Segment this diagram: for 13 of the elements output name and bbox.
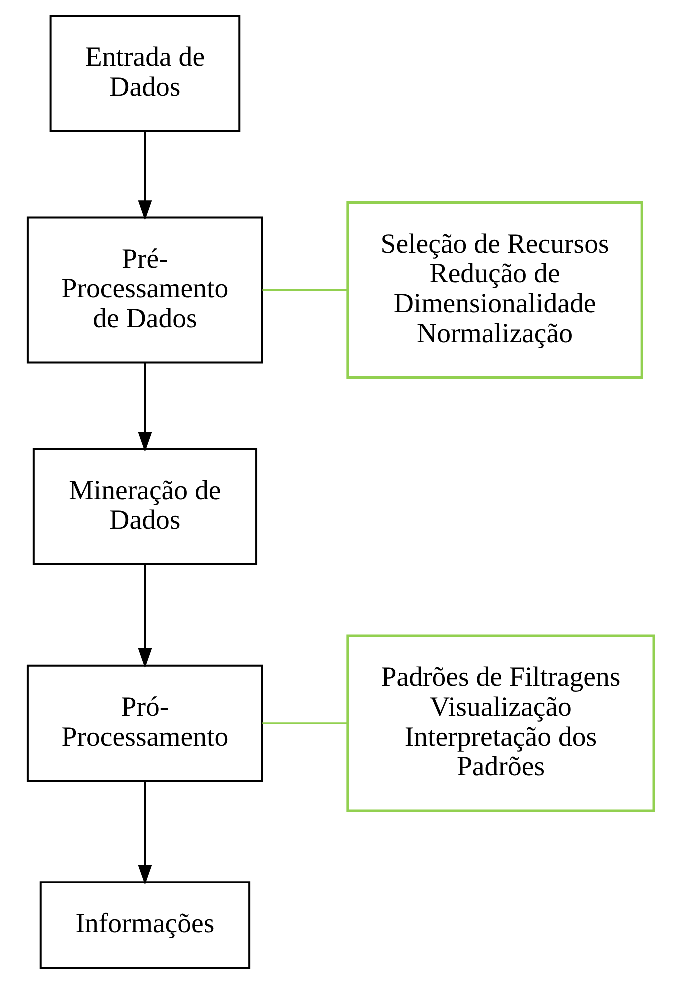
connector [262,722,347,725]
node-box: Pró-Processamento [26,664,263,782]
node-box: Padrões de Filtragens Visualização Interpretação dos Padrões [346,634,655,812]
arrow [138,564,152,668]
node-box: Mineração de Dados [32,448,258,566]
connector [262,289,347,292]
node-box: Entrada de Dados [49,14,240,132]
arrow [138,782,152,886]
node-box: Informações [39,882,250,970]
arrow [138,363,152,452]
node-box: Seleção de Recursos Redução de Dimensionalidade Normalização [346,202,643,379]
arrow [138,131,152,221]
node-box: Pré-Processamento de Dados [26,216,263,364]
